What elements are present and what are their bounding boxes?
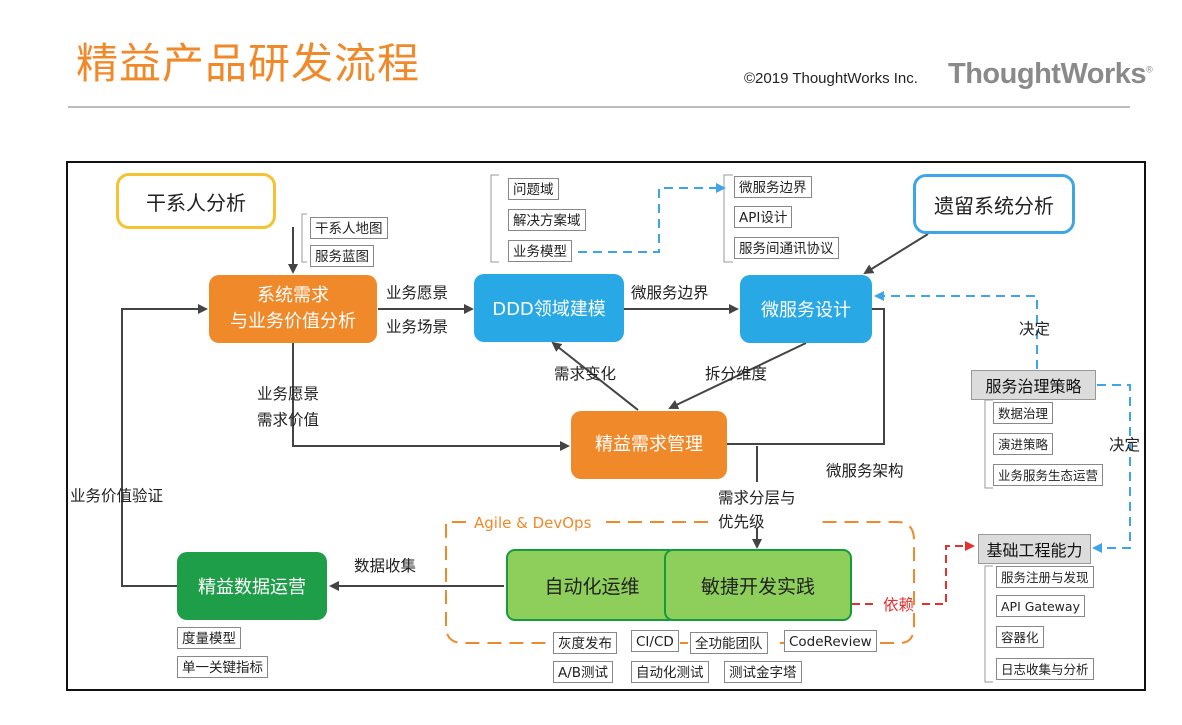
ddd-modeling-node[interactable]: DDD领域建模	[474, 274, 624, 342]
stakeholder-analysis-node[interactable]: 干系人分析	[116, 173, 276, 229]
tag-full-team: 全功能团队	[690, 632, 768, 654]
label-decide-1: 决定	[1019, 320, 1051, 338]
label-vision-2: 业务愿景	[257, 385, 320, 403]
lean-requirement-node[interactable]: 精益需求管理	[571, 411, 727, 479]
tag-gray-release: 灰度发布	[553, 632, 617, 654]
tag-code-review: CodeReview	[784, 630, 877, 652]
label-layering-1: 需求分层与	[718, 489, 796, 507]
agile-dev-node[interactable]: 敏捷开发实践	[664, 549, 852, 621]
sysreq-line1: 系统需求	[257, 285, 329, 306]
label-depend: 依赖	[883, 596, 915, 614]
label-vision: 业务愿景	[386, 284, 449, 302]
service-governance-node[interactable]: 服务治理策略	[971, 370, 1096, 400]
thoughtworks-logo: ThoughtWorks®	[948, 58, 1153, 91]
edge-legacy-to-ms	[863, 233, 929, 275]
logo-mark: ®	[1146, 64, 1153, 75]
tag-ms-boundary: 微服务边界	[734, 176, 812, 198]
edge-governance-to-ms	[874, 291, 1038, 369]
governance-label: 服务治理策略	[985, 377, 1082, 396]
lean-req-label: 精益需求管理	[595, 434, 703, 455]
edge-ms-architecture	[727, 308, 885, 445]
stakeholder-label: 干系人分析	[146, 190, 246, 215]
tag-logging: 日志收集与分析	[996, 658, 1094, 680]
auto-ops-node[interactable]: 自动化运维	[506, 549, 678, 621]
label-req-change: 需求变化	[554, 365, 617, 383]
page-title: 精益产品研发流程	[76, 39, 421, 88]
tag-business-model: 业务模型	[508, 240, 572, 262]
logo-text: ThoughtWorks	[948, 58, 1147, 90]
tag-measure-model: 度量模型	[177, 627, 241, 649]
tag-registry: 服务注册与发现	[996, 566, 1094, 588]
tag-test-pyramid: 测试金字塔	[724, 661, 802, 683]
edge-governance-to-infra	[1092, 384, 1131, 553]
tag-data-governance: 数据治理	[993, 402, 1054, 424]
tag-api-gateway: API Gateway	[996, 595, 1085, 617]
auto-ops-label: 自动化运维	[544, 575, 640, 598]
diagram-frame	[66, 161, 1146, 691]
legacy-label: 遗留系统分析	[934, 193, 1054, 218]
label-layering-2: 优先级	[718, 513, 765, 531]
tag-auto-test: 自动化测试	[631, 661, 709, 683]
tag-service-blueprint: 服务蓝图	[310, 245, 374, 267]
sysreq-line2: 与业务价值分析	[230, 311, 356, 332]
bracket-ddd	[490, 174, 499, 263]
system-requirement-node[interactable]: 系统需求 与业务价值分析	[209, 275, 377, 343]
label-scenario: 业务场景	[386, 318, 449, 336]
tag-ab-test: A/B测试	[553, 661, 614, 683]
edge-depend-to-infra	[922, 541, 975, 605]
microservice-design-node[interactable]: 微服务设计	[740, 275, 872, 343]
tag-single-metric: 单一关键指标	[177, 656, 268, 678]
label-decide-2: 决定	[1109, 436, 1141, 454]
edge-ms-to-leanreq	[668, 342, 807, 410]
bracket-stakeholder	[301, 213, 307, 263]
label-req-value: 需求价值	[257, 411, 320, 429]
label-ms-boundary: 微服务边界	[631, 284, 709, 302]
legacy-analysis-node[interactable]: 遗留系统分析	[913, 174, 1075, 234]
lean-data-label: 精益数据运营	[198, 577, 306, 598]
edge-data-to-sysreq	[121, 304, 208, 587]
tag-api-design: API设计	[734, 206, 793, 228]
bracket-governance	[984, 399, 993, 489]
tag-stakeholder-map: 干系人地图	[310, 217, 388, 239]
infra-label: 基础工程能力	[986, 541, 1083, 560]
tag-cicd: CI/CD	[631, 630, 679, 652]
label-split-dim: 拆分维度	[705, 365, 768, 383]
tag-evolution: 演进策略	[993, 433, 1054, 455]
ddd-label: DDD领域建模	[492, 299, 606, 320]
tag-container: 容器化	[996, 626, 1044, 648]
label-value-verify: 业务价值验证	[70, 487, 164, 505]
tag-problem-domain: 问题域	[508, 178, 559, 200]
infra-capability-node[interactable]: 基础工程能力	[978, 534, 1091, 564]
label-ms-arch: 微服务架构	[826, 462, 904, 480]
edge-leanreq-to-ddd	[551, 341, 639, 411]
agile-dev-label: 敏捷开发实践	[700, 575, 815, 598]
ms-design-label: 微服务设计	[761, 300, 851, 321]
lean-data-ops-node[interactable]: 精益数据运营	[177, 552, 327, 620]
edge-model-to-boundary	[578, 183, 726, 253]
edge-sysreq-to-leanreq	[292, 343, 570, 451]
bracket-infra	[984, 565, 993, 683]
header-divider	[68, 106, 1130, 108]
tag-ecosystem: 业务服务生态运营	[993, 464, 1104, 486]
label-agile-devops: Agile & DevOps	[474, 514, 592, 532]
copyright-text: ©2019 ThoughtWorks Inc.	[744, 70, 918, 87]
label-data-collect: 数据收集	[354, 557, 417, 575]
tag-solution-domain: 解决方案域	[508, 209, 586, 231]
bracket-ms	[723, 174, 733, 263]
tag-inter-service: 服务间通讯协议	[734, 237, 839, 259]
